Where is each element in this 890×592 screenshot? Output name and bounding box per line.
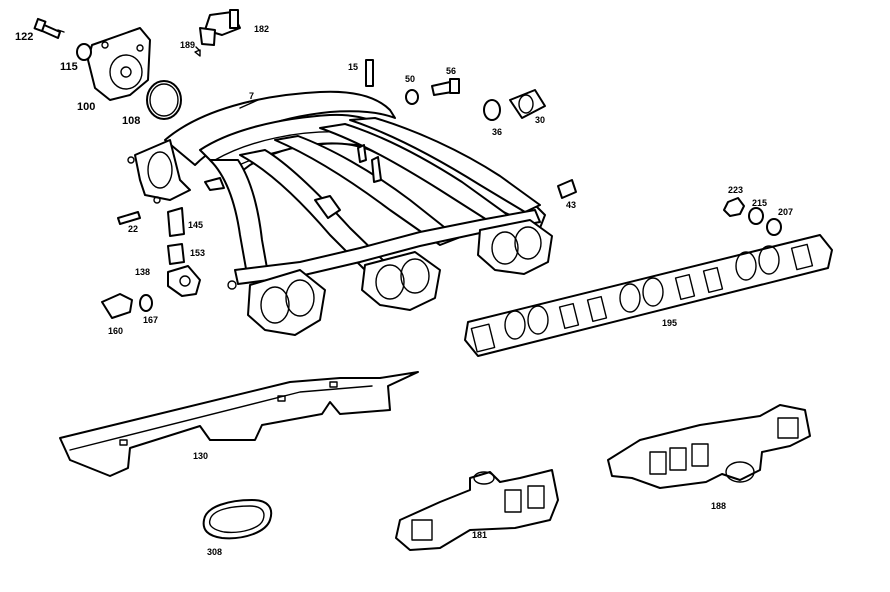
callout-188: 188 xyxy=(711,501,727,511)
callout-130: 130 xyxy=(193,451,209,461)
seal-115 xyxy=(76,43,92,61)
callout-50: 50 xyxy=(405,74,416,84)
bolt-145 xyxy=(167,207,185,237)
ring-36 xyxy=(483,99,501,121)
stud-15 xyxy=(365,59,374,87)
callout-100: 100 xyxy=(77,101,96,113)
washer-50 xyxy=(405,89,419,105)
callout-215: 215 xyxy=(752,198,768,208)
exhaust-manifold-181 xyxy=(395,469,559,551)
throttle-housing xyxy=(87,27,151,101)
callout-153: 153 xyxy=(190,248,206,258)
manifold-port-3 xyxy=(477,219,553,275)
fitting-30 xyxy=(509,89,546,119)
o-ring-108 xyxy=(146,80,182,120)
callout-160: 160 xyxy=(108,326,124,336)
leader-lines xyxy=(57,29,259,109)
callout-122: 122 xyxy=(15,31,34,43)
callout-167: 167 xyxy=(143,315,159,325)
callout-207: 207 xyxy=(778,207,794,217)
nut-223 xyxy=(723,197,745,217)
manifold-port-2 xyxy=(361,251,441,311)
callout-145: 145 xyxy=(188,220,204,230)
plug-43 xyxy=(557,179,577,199)
ring-207 xyxy=(766,218,782,236)
stud-22 xyxy=(117,211,141,225)
callout-56: 56 xyxy=(446,66,457,76)
callout-308: 308 xyxy=(207,547,223,557)
callout-36: 36 xyxy=(492,127,503,137)
intake-gasket-195 xyxy=(464,234,833,357)
callout-22: 22 xyxy=(128,224,139,234)
callout-195: 195 xyxy=(662,318,678,328)
callout-43: 43 xyxy=(566,200,577,210)
callout-138: 138 xyxy=(135,267,151,277)
washer-167 xyxy=(139,294,153,312)
callout-15: 15 xyxy=(348,62,359,72)
intake-manifold xyxy=(127,90,553,336)
bolt-160 xyxy=(101,293,133,319)
washer-215 xyxy=(748,207,764,225)
callout-181: 181 xyxy=(472,530,488,540)
valve-182 xyxy=(199,9,241,46)
callout-108: 108 xyxy=(122,115,141,127)
callout-182: 182 xyxy=(254,24,270,34)
exhaust-manifold-188 xyxy=(607,404,811,489)
gasket-308 xyxy=(202,499,273,540)
callout-115: 115 xyxy=(60,61,78,73)
callout-30: 30 xyxy=(535,115,546,125)
callout-7: 7 xyxy=(249,91,255,101)
manifold-port-1 xyxy=(247,269,326,336)
banjo-138 xyxy=(167,265,201,297)
clip-189 xyxy=(194,49,201,57)
spring-153 xyxy=(167,243,185,265)
callout-189: 189 xyxy=(180,40,196,50)
callout-223: 223 xyxy=(728,185,744,195)
heat-shield-130 xyxy=(59,371,419,477)
